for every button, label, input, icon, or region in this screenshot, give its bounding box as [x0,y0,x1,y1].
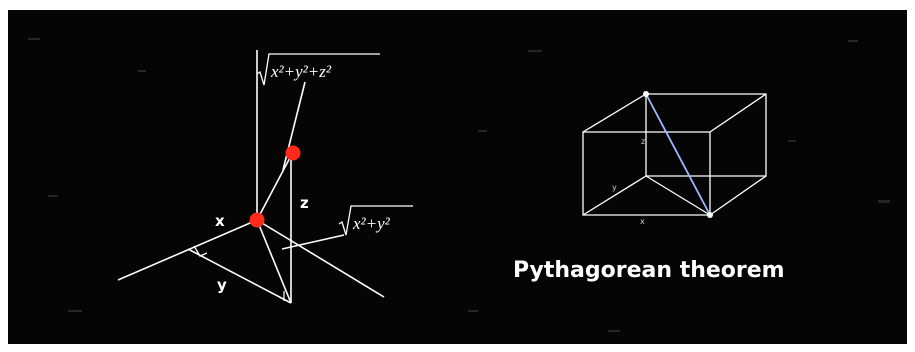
formula-2d-text: x²+y² [352,214,391,233]
background-noise [28,38,890,332]
box-diagram [582,93,767,216]
box-edge-br [709,175,767,216]
diagram-canvas: x²+y²+z² x²+y² x y z z y x [28,38,890,332]
box-bottom-vertex [707,212,713,218]
formula-3d-text: x²+y²+z² [270,62,332,81]
coordinate-diagram [117,50,385,304]
box-edge-bl [582,175,647,216]
sqrt-sign-3d [256,53,380,86]
axis-y-label: y [217,276,227,294]
hypotenuse-3d [256,151,294,221]
box-label-z: z [641,137,645,146]
parallel-line [187,248,292,304]
axis-x-line [117,219,258,281]
box-space-diagonal [645,93,711,216]
box-edge-tl [582,93,647,133]
right-angle-mark [193,245,208,257]
projection-diagonal [256,219,292,304]
axis-x-label: x [215,212,225,230]
axis-y-line [256,219,385,298]
target-point [285,145,301,161]
image-frame: x²+y²+z² x²+y² x y z z y x Pythagorean t… [8,10,907,344]
sqrt-sign-2d [338,205,413,236]
origin-point [249,212,265,228]
point-markers [249,145,301,228]
box-label-x: x [640,217,645,226]
box-label-y: y [612,183,617,192]
pointer-2d [281,234,345,250]
height-z-label: z [300,194,309,212]
box-base-diagonal [645,175,711,216]
box-top-vertex [643,91,649,97]
formula-3d: x²+y²+z² [256,53,380,86]
caption-title: Pythagorean theorem [513,258,785,283]
formula-2d: x²+y² [338,205,413,236]
box-edge-tr [709,93,767,133]
